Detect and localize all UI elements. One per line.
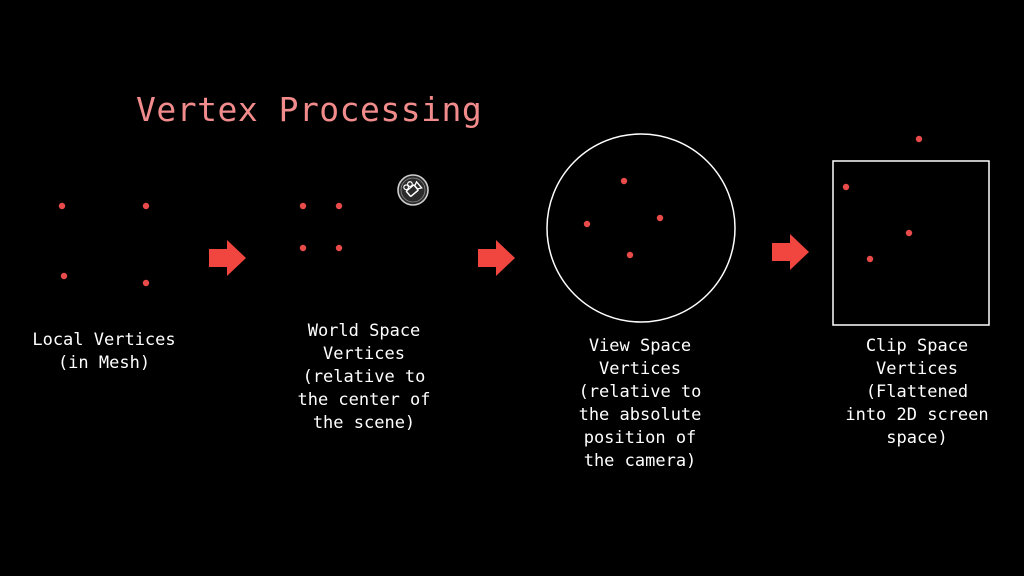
vertex-point: [58, 202, 66, 210]
vertex-point: [620, 177, 628, 185]
caption-clip-space-vertices: Clip Space Vertices (Flattened into 2D s…: [845, 336, 989, 448]
slide-title: Vertex Processing: [136, 90, 483, 129]
arrow-right-icon: [772, 234, 809, 270]
clip-space-square: [832, 160, 990, 326]
vertex-point: [335, 202, 343, 210]
vertex-point: [915, 135, 923, 143]
vertex-point: [866, 255, 874, 263]
caption-view-space-vertices: View Space Vertices (relative to the abs…: [578, 336, 702, 471]
vertex-point: [142, 202, 150, 210]
vertex-point: [299, 244, 307, 252]
vertex-point: [60, 272, 68, 280]
camera-icon: [397, 174, 429, 206]
vertex-point: [656, 214, 664, 222]
vertex-point: [626, 251, 634, 259]
local-vertices-group: [58, 202, 150, 287]
vertex-point: [583, 220, 591, 228]
view-vertices-group: [583, 177, 664, 259]
vertex-point: [299, 202, 307, 210]
vertex-point: [335, 244, 343, 252]
vertex-point: [142, 279, 150, 287]
view-frustum-circle: [546, 133, 736, 323]
caption-local-vertices: Local Vertices (in Mesh): [32, 330, 176, 373]
vertex-point: [905, 229, 913, 237]
clip-vertices-group: [842, 135, 923, 263]
world-vertices-group: [299, 202, 343, 252]
arrow-right-icon: [209, 240, 246, 276]
caption-world-space-vertices: World Space Vertices (relative to the ce…: [297, 321, 431, 433]
vertex-point: [842, 183, 850, 191]
arrow-right-icon: [478, 240, 515, 276]
